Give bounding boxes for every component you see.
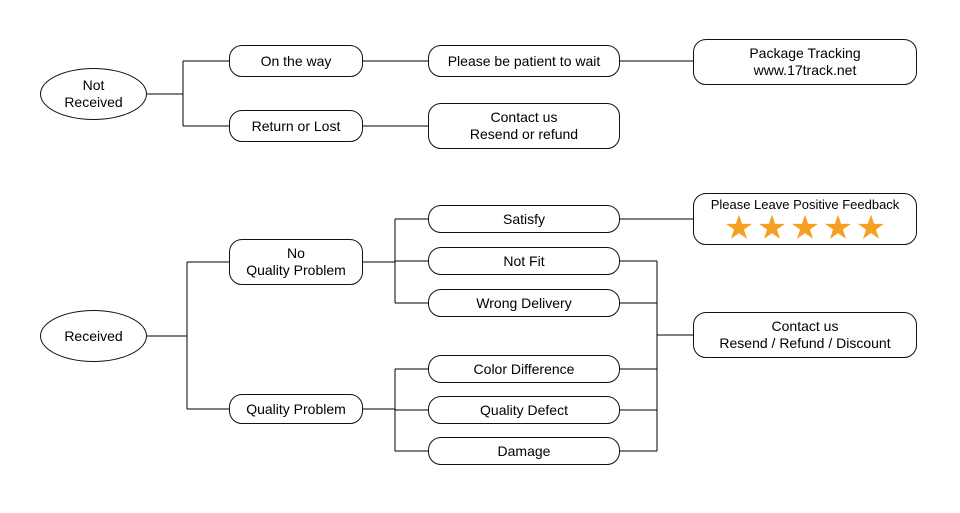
node-contact-resend-refund-label: Contact us Resend or refund	[469, 109, 579, 142]
node-contact-resend-refund-discount-label: Contact us Resend / Refund / Discount	[719, 318, 891, 351]
node-quality-defect-label: Quality Defect	[480, 401, 568, 418]
node-please-be-patient[interactable]: Please be patient to wait	[428, 45, 620, 77]
node-return-or-lost-label: Return or Lost	[251, 117, 341, 134]
node-no-quality-problem-label: No Quality Problem	[246, 245, 346, 278]
node-contact-resend-refund-discount[interactable]: Contact us Resend / Refund / Discount	[693, 312, 917, 358]
node-package-tracking[interactable]: Package Tracking www.17track.net	[693, 39, 917, 85]
node-quality-problem[interactable]: Quality Problem	[229, 394, 363, 424]
node-color-difference[interactable]: Color Difference	[428, 355, 620, 383]
node-satisfy-label: Satisfy	[502, 210, 545, 227]
node-satisfy[interactable]: Satisfy	[428, 205, 620, 233]
node-received-label: Received	[64, 327, 123, 344]
node-quality-defect[interactable]: Quality Defect	[428, 396, 620, 424]
star-icon	[726, 214, 752, 239]
node-package-tracking-label: Package Tracking www.17track.net	[749, 45, 861, 78]
node-please-be-patient-label: Please be patient to wait	[447, 52, 601, 69]
node-quality-problem-label: Quality Problem	[246, 400, 346, 417]
star-rating[interactable]	[726, 214, 884, 241]
node-not-fit[interactable]: Not Fit	[428, 247, 620, 275]
node-contact-resend-refund[interactable]: Contact us Resend or refund	[428, 103, 620, 149]
node-positive-feedback[interactable]: Please Leave Positive Feedback	[693, 193, 917, 245]
star-icon	[759, 214, 785, 239]
node-damage[interactable]: Damage	[428, 437, 620, 465]
node-wrong-delivery-label: Wrong Delivery	[476, 294, 572, 311]
node-return-or-lost[interactable]: Return or Lost	[229, 110, 363, 142]
star-icon	[825, 214, 851, 239]
node-on-the-way-label: On the way	[260, 52, 332, 69]
node-not-received[interactable]: Not Received	[40, 68, 147, 120]
star-icon	[858, 214, 884, 239]
node-on-the-way[interactable]: On the way	[229, 45, 363, 77]
node-no-quality-problem[interactable]: No Quality Problem	[229, 239, 363, 285]
node-not-fit-label: Not Fit	[503, 252, 545, 269]
star-icon	[792, 214, 818, 239]
node-not-received-label: Not Received	[64, 77, 123, 110]
feedback-content: Please Leave Positive Feedback	[694, 197, 916, 240]
node-color-difference-label: Color Difference	[473, 360, 575, 377]
node-received[interactable]: Received	[40, 310, 147, 362]
node-wrong-delivery[interactable]: Wrong Delivery	[428, 289, 620, 317]
node-positive-feedback-label: Please Leave Positive Feedback	[710, 197, 900, 213]
node-damage-label: Damage	[497, 442, 551, 459]
